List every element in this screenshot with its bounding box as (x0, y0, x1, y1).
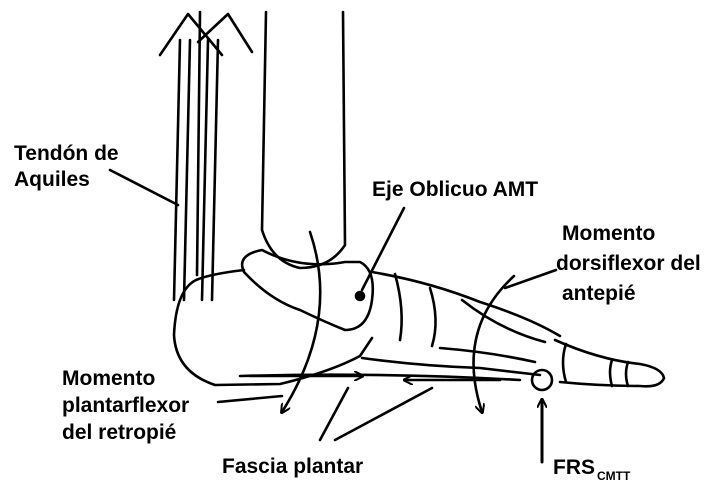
label-dorsi-2: dorsiflexor del (556, 252, 701, 276)
label-fascia: Fascia plantar (222, 455, 363, 479)
label-dorsi-3: antepié (562, 282, 636, 306)
fibula-outline (197, 12, 200, 275)
fascia-leader-2 (335, 388, 432, 440)
label-achilles-1: Tendón de (14, 142, 119, 166)
calcaneus-outline (174, 270, 372, 385)
fascia-leader-1 (320, 388, 348, 440)
axis-point (356, 292, 364, 300)
midfoot-bottom (362, 358, 540, 375)
sesamoid (532, 370, 552, 390)
toe-joint-3 (626, 362, 628, 386)
label-frs-subscript: CMTT (597, 469, 630, 483)
label-plantar-2: plantarflexor (62, 394, 189, 418)
tibia-outline (262, 12, 345, 268)
talus-outline (242, 250, 373, 330)
forefoot-moment-arrow (474, 276, 514, 412)
label-dorsi-1: Momento (562, 222, 655, 246)
plantar-leader (218, 396, 282, 402)
toe-joint-1 (563, 344, 566, 382)
label-achilles-2: Aquiles (14, 168, 90, 192)
toe-joint-2 (610, 360, 612, 386)
achilles-leader (110, 170, 178, 205)
achilles-tendon-arrow (160, 14, 252, 300)
label-plantar-1: Momento (62, 367, 155, 391)
metatarsal-2 (440, 348, 535, 362)
label-frs-text: FRS (553, 456, 595, 479)
cuneiform (430, 288, 436, 346)
label-plantar-3: del retropié (62, 421, 176, 445)
navicular (395, 274, 402, 340)
label-axis: Eje Oblicuo AMT (372, 178, 538, 202)
